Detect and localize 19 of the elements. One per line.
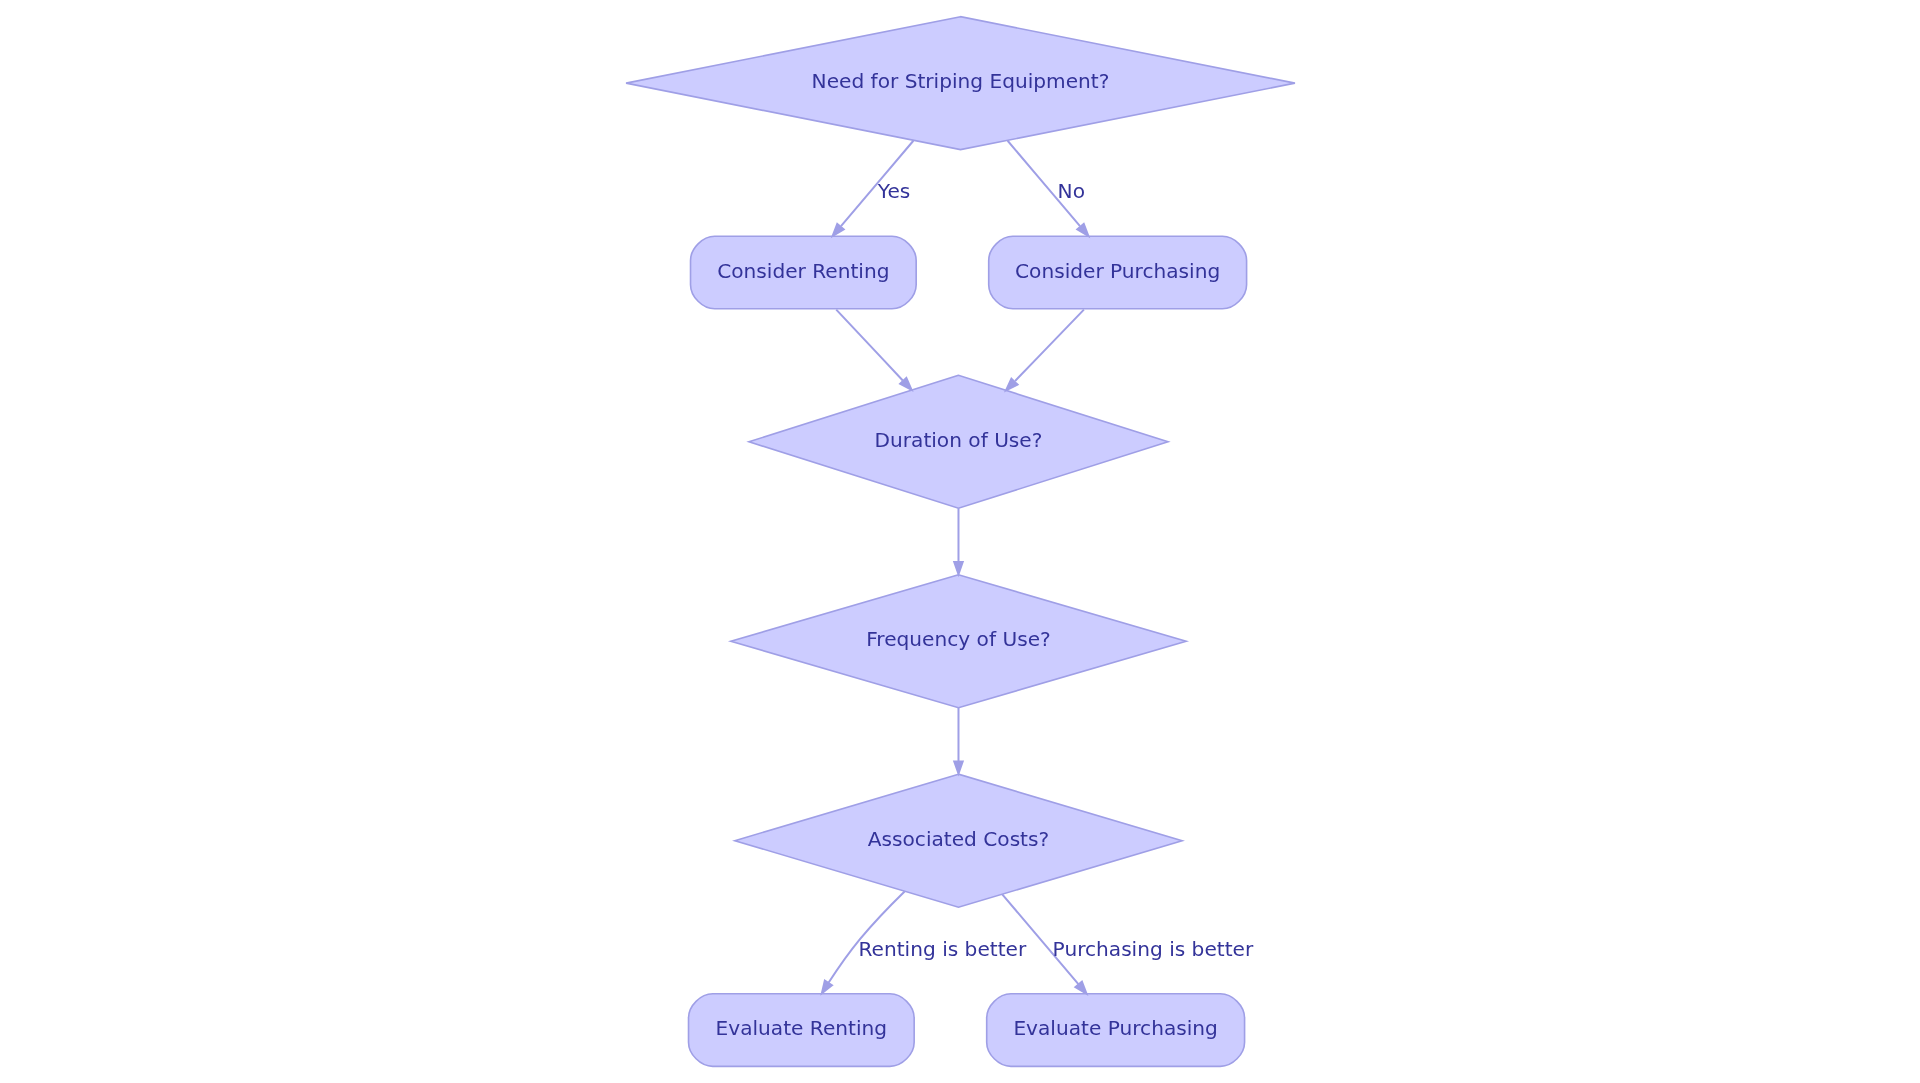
- node-box: Consider Purchasing: [987, 235, 1247, 310]
- node-box: Evaluate Renting: [687, 993, 915, 1068]
- edge-label: Yes: [877, 178, 910, 203]
- node-box: Consider Renting: [689, 235, 917, 310]
- node-diamond: Need for Striping Equipment?: [624, 15, 1296, 151]
- edge-label: Renting is better: [858, 936, 1026, 961]
- arrow: [1006, 140, 1090, 239]
- arrow: [830, 140, 914, 239]
- arrow: [1003, 308, 1085, 393]
- node-diamond: Associated Costs?: [731, 773, 1185, 908]
- arrow: [819, 890, 905, 996]
- edge-label: No: [1057, 178, 1085, 203]
- arrow: [952, 707, 964, 777]
- arrow: [835, 308, 914, 392]
- node-diamond: Frequency of Use?: [727, 573, 1189, 709]
- edge-label: Purchasing is better: [1052, 936, 1253, 961]
- arrow: [952, 508, 964, 578]
- arrow: [1001, 893, 1088, 996]
- node-box: Evaluate Purchasing: [985, 993, 1245, 1068]
